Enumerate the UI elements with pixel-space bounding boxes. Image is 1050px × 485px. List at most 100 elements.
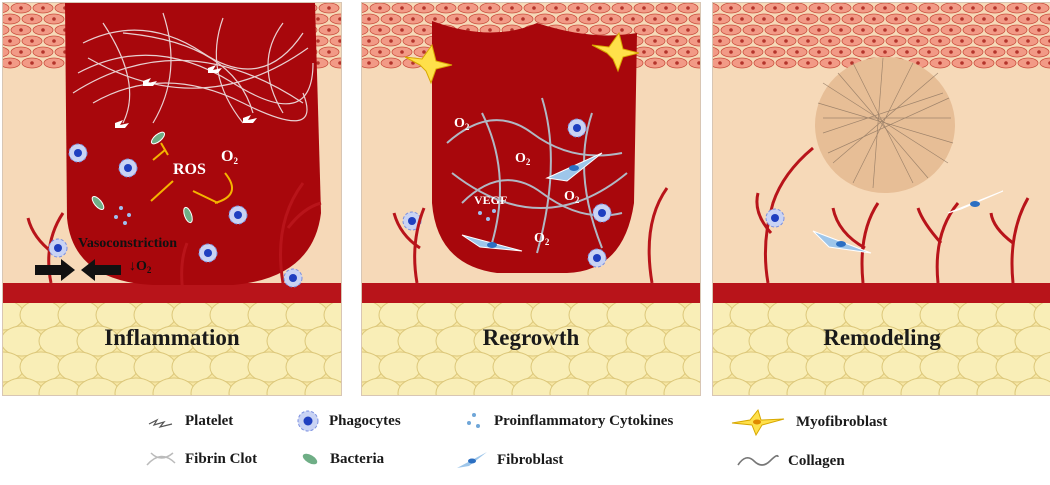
- fat-cell: [454, 351, 498, 383]
- cell-nucleus: [938, 39, 942, 43]
- fat-cell: [663, 325, 700, 357]
- legend-label: Phagocytes: [329, 412, 401, 429]
- legend-item-phagocytes: Phagocytes: [295, 409, 401, 433]
- legend-label: Fibroblast: [497, 451, 564, 468]
- fibrin-clot: [72, 12, 314, 124]
- oxygen-label: O2: [564, 189, 580, 205]
- cell-nucleus: [41, 6, 45, 10]
- cell-nucleus: [30, 61, 34, 65]
- cell-nucleus: [642, 50, 646, 54]
- bottom-vessel: [362, 283, 700, 303]
- cell-nucleus: [8, 17, 12, 21]
- epidermis-cell: [713, 47, 720, 57]
- cell-nucleus: [686, 50, 690, 54]
- cell-nucleus: [576, 28, 580, 32]
- cell-nucleus: [675, 39, 679, 43]
- epidermis-cell: [362, 3, 369, 13]
- phagocyte-nucleus: [54, 244, 62, 252]
- cell-nucleus: [828, 61, 832, 65]
- cell-nucleus: [554, 6, 558, 10]
- cell-nucleus: [839, 6, 843, 10]
- cell-nucleus: [466, 6, 470, 10]
- epidermis-layer: [713, 3, 1050, 69]
- ros-label: ROS: [173, 161, 206, 178]
- cell-nucleus: [400, 28, 404, 32]
- epidermis-cell: [688, 57, 700, 69]
- legend: Platelet Fibrin Clot Phagocytes Bacteria…: [0, 405, 1050, 485]
- legend-item-fibroblast: Fibroblast: [455, 449, 563, 471]
- cell-nucleus: [982, 39, 986, 43]
- ros-arrows: [150, 142, 234, 204]
- fibroblast-icon: [457, 452, 487, 468]
- fat-cell: [995, 351, 1039, 383]
- cell-nucleus: [620, 6, 624, 10]
- cell-nucleus: [378, 6, 382, 10]
- cell-nucleus: [729, 28, 733, 32]
- fat-cell: [843, 351, 887, 383]
- fat-cell: [606, 351, 650, 383]
- cell-nucleus: [422, 6, 426, 10]
- legend-item-bacteria: Bacteria: [298, 449, 384, 469]
- cell-nucleus: [19, 6, 23, 10]
- cell-nucleus: [784, 61, 788, 65]
- cell-nucleus: [510, 6, 514, 10]
- phagocyte-icon: [297, 410, 319, 432]
- phagocyte-nucleus: [289, 274, 297, 282]
- cell-nucleus: [664, 50, 668, 54]
- cell-nucleus: [1015, 28, 1019, 32]
- phagocytes: [48, 143, 303, 288]
- panel-regrowth: O2 O2 O2 O2 VEGF Regrowth: [361, 2, 701, 396]
- panel-title-regrowth: Regrowth: [482, 325, 580, 350]
- cell-nucleus: [861, 28, 865, 32]
- cell-nucleus: [1004, 39, 1008, 43]
- oxygen-label: O2: [454, 116, 470, 132]
- cell-nucleus: [773, 6, 777, 10]
- fat-cell: [568, 351, 612, 383]
- fat-layer: [713, 299, 1050, 395]
- legend-label: Platelet: [185, 412, 234, 429]
- epidermis-cell: [713, 3, 720, 13]
- phagocyte-nucleus: [234, 211, 242, 219]
- cell-nucleus: [697, 61, 700, 65]
- cell-nucleus: [861, 50, 865, 54]
- cell-nucleus: [433, 17, 437, 21]
- phagocytes: [765, 208, 785, 228]
- legend-label: Proinflammatory Cytokines: [494, 412, 674, 429]
- cell-nucleus: [576, 6, 580, 10]
- cell-nucleus: [729, 50, 733, 54]
- cell-nucleus: [411, 39, 415, 43]
- bottom-vessel: [3, 283, 341, 303]
- cell-nucleus: [327, 28, 331, 32]
- cell-nucleus: [751, 6, 755, 10]
- cell-nucleus: [971, 28, 975, 32]
- cell-nucleus: [686, 28, 690, 32]
- cell-nucleus: [52, 17, 56, 21]
- cell-nucleus: [41, 50, 45, 54]
- vegf-label: VEGF: [474, 193, 508, 207]
- legend-label: Myofibroblast: [796, 413, 888, 430]
- epidermis-cell: [1039, 13, 1050, 25]
- cell-nucleus: [806, 39, 810, 43]
- fat-cell: [1014, 325, 1050, 357]
- remodeling-illustration: [713, 3, 1050, 395]
- cell-nucleus: [949, 6, 953, 10]
- cell-nucleus: [1026, 17, 1030, 21]
- cell-nucleus: [653, 61, 657, 65]
- cell-nucleus: [697, 39, 700, 43]
- cell-nucleus: [367, 39, 371, 43]
- cell-nucleus: [828, 17, 832, 21]
- fat-cell: [957, 351, 1001, 383]
- cell-nucleus: [367, 17, 371, 21]
- cell-nucleus: [894, 17, 898, 21]
- epidermis-cell: [329, 35, 341, 47]
- cell-nucleus: [52, 39, 56, 43]
- cell-nucleus: [883, 28, 887, 32]
- cell-nucleus: [411, 17, 415, 21]
- cell-nucleus: [488, 6, 492, 10]
- epidermis-cell: [362, 25, 369, 35]
- cell-nucleus: [905, 28, 909, 32]
- myofibroblasts: [404, 31, 640, 85]
- cell-nucleus: [338, 17, 341, 21]
- fat-cell: [416, 351, 460, 383]
- epidermis-cell: [362, 47, 369, 57]
